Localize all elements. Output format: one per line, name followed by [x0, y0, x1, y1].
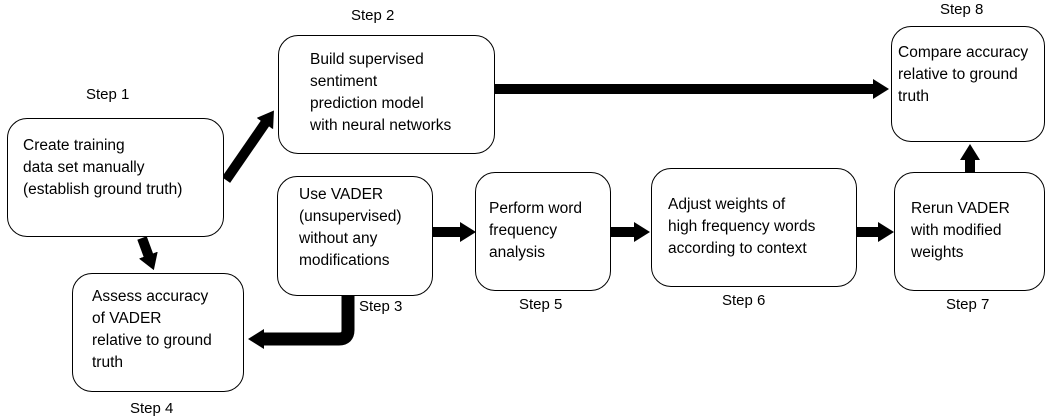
step6-label: Step 6 — [722, 292, 766, 309]
step1-text: Create training data set manually (estab… — [23, 137, 183, 198]
step6-text: Adjust weights of high frequency words a… — [668, 196, 816, 257]
step8-text: Compare accuracy relative to ground trut… — [898, 44, 1029, 105]
step1-box: Create training data set manually (estab… — [7, 118, 224, 237]
arrow-step3-to-step4 — [248, 296, 355, 349]
step7-text: Rerun VADER with modified weights — [911, 200, 1010, 261]
step2-box: Build supervised sentiment prediction mo… — [278, 35, 495, 154]
step7-box: Rerun VADER with modified weights — [894, 172, 1045, 291]
arrow-step1-to-step2 — [221, 110, 274, 183]
step5-label: Step 5 — [519, 296, 563, 313]
step4-box: Assess accuracy of VADER relative to gro… — [72, 273, 244, 392]
step5-box: Perform word frequency analysis — [475, 172, 611, 291]
step8-box: Compare accuracy relative to ground trut… — [891, 26, 1045, 142]
step3-text: Use VADER (unsupervised) without any mod… — [299, 186, 402, 269]
step7-label: Step 7 — [946, 296, 990, 313]
step2-text: Build supervised sentiment prediction mo… — [310, 51, 452, 134]
step8-label: Step 8 — [940, 1, 984, 18]
step6-box: Adjust weights of high frequency words a… — [651, 168, 857, 287]
step4-label: Step 4 — [130, 400, 174, 417]
step3-box: Use VADER (unsupervised) without any mod… — [277, 176, 433, 296]
step2-label: Step 2 — [351, 7, 395, 24]
step3-label: Step 3 — [359, 298, 403, 315]
step5-text: Perform word frequency analysis — [489, 200, 583, 261]
arrow-step1-to-step4 — [137, 236, 158, 271]
step4-text: Assess accuracy of VADER relative to gro… — [92, 288, 212, 371]
step1-label: Step 1 — [86, 86, 130, 103]
